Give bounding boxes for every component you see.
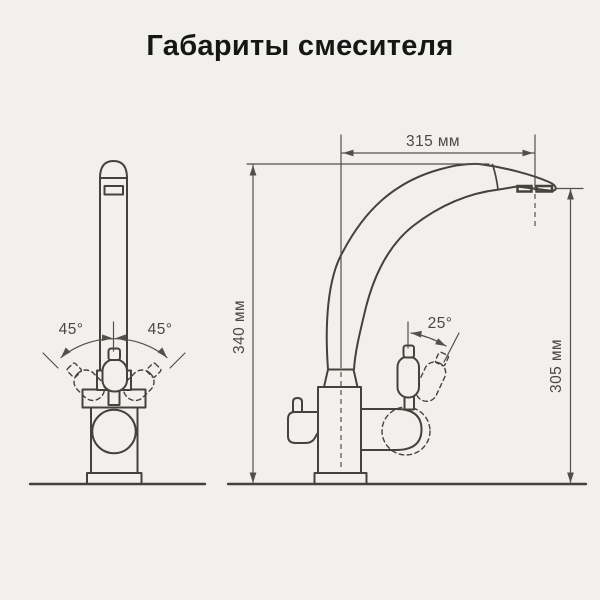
label-swing-angle-left: 45° [58, 321, 84, 338]
side-dimension-annotations [246, 134, 584, 484]
front-joint-circle [91, 408, 137, 455]
side-joint-housing [360, 408, 423, 451]
side-spout-head-divider [491, 163, 499, 191]
side-handle-knob [402, 344, 415, 359]
side-filter-spout [287, 411, 319, 444]
label-total-height: 340 мм [231, 300, 248, 354]
label-swing-angle-right: 45° [147, 321, 173, 338]
front-handle-45-left-dashed [66, 362, 106, 402]
page-title: Габариты смесителя [146, 30, 454, 62]
front-base-flange [86, 472, 143, 485]
side-view-drawing [226, 162, 588, 486]
side-body [317, 386, 362, 475]
label-handle-tilt-angle: 25° [427, 315, 453, 332]
front-handle-knob [107, 347, 121, 361]
side-handle-25-dashed [415, 351, 450, 403]
label-spout-reach: 315 мм [406, 133, 460, 150]
front-swing-annotation [42, 321, 186, 369]
front-cap-plate [103, 185, 124, 196]
front-view-drawing [28, 160, 207, 486]
front-handle-45-right-dashed [122, 362, 162, 402]
label-spout-height: 305 мм [548, 339, 565, 393]
front-handle-body [101, 358, 128, 393]
front-spout-column [99, 160, 128, 372]
side-base-flange [313, 472, 368, 485]
side-handle-body [396, 355, 420, 399]
side-aerator-left [516, 184, 533, 193]
side-aerator-right [535, 184, 554, 193]
side-curved-spout [325, 162, 557, 371]
side-filter-knob [292, 397, 303, 413]
